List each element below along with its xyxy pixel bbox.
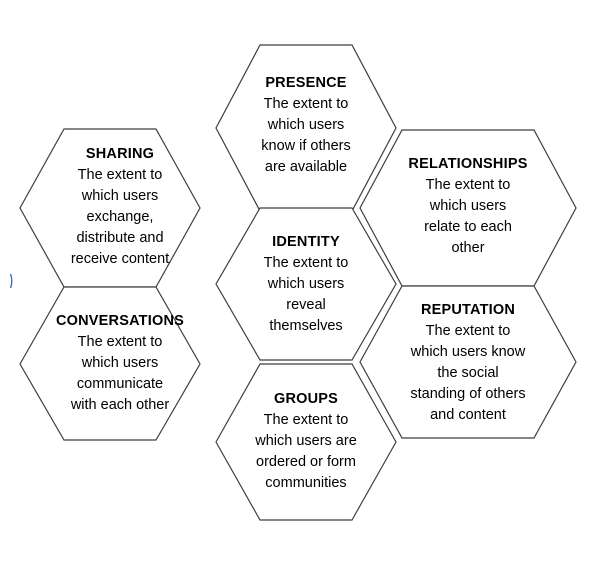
sharing-title: SHARING [85, 146, 155, 162]
reputation-line-2: which users know [410, 344, 526, 360]
conversations-line-1: The extent to [77, 334, 163, 350]
edge-mark-stroke [9, 273, 13, 289]
identity-line-2: which users [267, 276, 345, 292]
conversations-line-3: communicate [76, 376, 164, 392]
presence-line-4: are available [264, 159, 348, 175]
relationships-line-2: which users [429, 198, 507, 214]
presence-line-3: know if others [261, 138, 351, 154]
identity-line-4: themselves [269, 318, 343, 334]
reputation-text: REPUTATION The extent to which users kno… [378, 300, 558, 426]
conversations-title: CONVERSATIONS [55, 313, 184, 329]
groups-hexagon [215, 363, 397, 521]
conversations-line-4: with each other [70, 397, 170, 413]
identity-text: IDENTITY The extent to which users revea… [226, 232, 386, 337]
conversations-hexagon [19, 286, 201, 441]
groups-text: GROUPS The extent to which users are ord… [226, 389, 386, 494]
reputation-line-3: the social [437, 365, 499, 381]
relationships-line-3: relate to each [424, 219, 512, 235]
reputation-hexagon [359, 285, 577, 439]
identity-line-3: reveal [286, 297, 326, 313]
edge-mark [9, 273, 13, 289]
presence-line-1: The extent to [263, 96, 349, 112]
relationships-title: RELATIONSHIPS [408, 156, 528, 172]
sharing-text: SHARING The extent to which users exchan… [40, 144, 200, 270]
sharing-line-2: which users [81, 188, 159, 204]
reputation-title: REPUTATION [420, 302, 516, 318]
identity-hexagon [215, 207, 397, 361]
reputation-line-4: standing of others [410, 386, 526, 402]
groups-line-2: which users are [255, 433, 357, 449]
groups-line-4: communities [265, 475, 347, 491]
conversations-line-2: which users [81, 355, 159, 371]
presence-line-2: which users [267, 117, 345, 133]
groups-line-1: The extent to [263, 412, 349, 428]
groups-title: GROUPS [273, 391, 339, 407]
relationships-line-1: The extent to [425, 177, 511, 193]
presence-text: PRESENCE The extent to which users know … [226, 73, 386, 178]
relationships-line-4: other [451, 240, 485, 256]
presence-title: PRESENCE [265, 75, 347, 91]
reputation-line-1: The extent to [425, 323, 511, 339]
groups-line-3: ordered or form [256, 454, 356, 470]
sharing-line-1: The extent to [77, 167, 163, 183]
identity-title: IDENTITY [272, 234, 340, 250]
relationships-text: RELATIONSHIPS The extent to which users … [378, 154, 558, 259]
conversations-text: CONVERSATIONS The extent to which users … [30, 311, 210, 416]
sharing-line-3: exchange, [86, 209, 154, 225]
identity-line-1: The extent to [263, 255, 349, 271]
reputation-line-5: and content [430, 407, 506, 423]
sharing-line-5: receive content [70, 251, 170, 267]
sharing-line-4: distribute and [76, 230, 164, 246]
